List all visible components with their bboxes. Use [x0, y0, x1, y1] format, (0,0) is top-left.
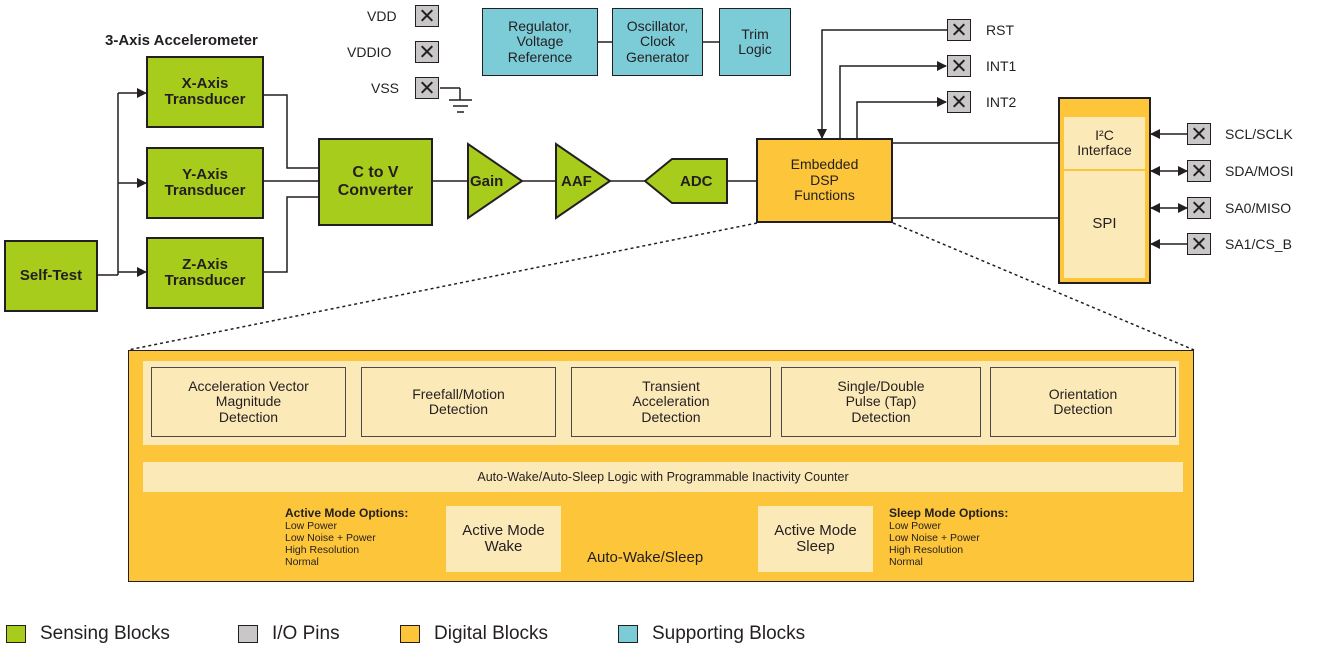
sleep-option-2: Low Noise + Power	[889, 532, 980, 544]
adc-block-shape	[643, 158, 728, 204]
int2-label: INT2	[986, 94, 1017, 110]
legend-digital-label: Digital Blocks	[434, 623, 549, 644]
legend-sensing-label: Sensing Blocks	[40, 623, 170, 644]
vddio-label: VDDIO	[347, 44, 392, 60]
legend-supporting-label: Supporting Blocks	[652, 623, 806, 644]
sda-label: SDA/MOSI	[1225, 163, 1294, 179]
sleep-option-4: Normal	[889, 556, 923, 568]
gain-triangle	[467, 142, 524, 220]
sleep-option-1: Low Power	[889, 520, 941, 532]
legend-supporting-swatch	[618, 625, 638, 643]
gain-label: Gain	[470, 173, 504, 190]
x-axis-transducer: X-Axis Transducer	[146, 56, 264, 128]
acceleration-vector-detection: Acceleration Vector Magnitude Detection	[151, 367, 346, 437]
sa0-label: SA0/MISO	[1225, 200, 1292, 216]
freefall-motion-detection: Freefall/Motion Detection	[361, 367, 556, 437]
int1-pin-icon	[947, 55, 971, 77]
oscillator-clock-generator: Oscillator, Clock Generator	[612, 8, 703, 76]
legend-io-label: I/O Pins	[272, 623, 340, 644]
legend-io-swatch	[238, 625, 258, 643]
rst-pin-icon	[947, 19, 971, 41]
accelerometer-title: 3-Axis Accelerometer	[105, 32, 258, 49]
int1-label: INT1	[986, 58, 1017, 74]
vdd-pin-icon	[415, 5, 439, 27]
active-mode-wake: Active Mode Wake	[446, 506, 561, 572]
self-test-block: Self-Test	[4, 240, 98, 312]
sa1-pin-icon	[1187, 233, 1211, 255]
transient-acceleration-detection: Transient Acceleration Detection	[571, 367, 771, 437]
trim-logic: Trim Logic	[719, 8, 791, 76]
adc-label: ADC	[680, 173, 713, 190]
scl-label: SCL/SCLK	[1225, 126, 1293, 142]
orientation-detection: Orientation Detection	[990, 367, 1176, 437]
active-option-4: Normal	[285, 556, 319, 568]
active-option-3: High Resolution	[285, 544, 360, 556]
dsp-detail-panel: Acceleration Vector Magnitude Detection …	[128, 350, 1194, 582]
auto-logic-bar: Auto-Wake/Auto-Sleep Logic with Programm…	[143, 462, 1183, 492]
regulator-voltage-reference: Regulator, Voltage Reference	[482, 8, 598, 76]
int2-pin-icon	[947, 91, 971, 113]
pulse-tap-detection: Single/Double Pulse (Tap) Detection	[781, 367, 981, 437]
embedded-dsp-functions: Embedded DSP Functions	[756, 138, 893, 223]
auto-wake-sleep-label: Auto-Wake/Sleep	[587, 549, 704, 566]
active-option-2: Low Noise + Power	[285, 532, 376, 544]
sda-pin-icon	[1187, 160, 1211, 182]
i2c-interface: I²C Interface	[1064, 117, 1145, 169]
vss-pin-icon	[415, 77, 439, 99]
sleep-option-3: High Resolution	[889, 544, 964, 556]
spi-interface: SPI	[1064, 171, 1145, 278]
c-to-v-converter: C to V Converter	[318, 138, 433, 226]
active-options-title: Active Mode Options:	[285, 506, 409, 520]
y-axis-transducer: Y-Axis Transducer	[146, 147, 264, 219]
active-option-1: Low Power	[285, 520, 337, 532]
interface-block: I²C Interface SPI	[1058, 97, 1151, 284]
z-axis-transducer: Z-Axis Transducer	[146, 237, 264, 309]
sleep-options-title: Sleep Mode Options:	[889, 506, 1009, 520]
legend-digital-swatch	[400, 625, 420, 643]
vss-label: VSS	[371, 80, 400, 96]
sa0-pin-icon	[1187, 197, 1211, 219]
vdd-label: VDD	[367, 8, 397, 24]
scl-pin-icon	[1187, 123, 1211, 145]
aaf-triangle	[555, 142, 612, 220]
aaf-label: AAF	[561, 173, 592, 190]
rst-label: RST	[986, 22, 1014, 38]
ground-icon	[449, 100, 450, 101]
vddio-pin-icon	[415, 41, 439, 63]
legend-sensing-swatch	[6, 625, 26, 643]
sa1-label: SA1/CS_B	[1225, 236, 1292, 252]
active-mode-sleep: Active Mode Sleep	[758, 506, 873, 572]
